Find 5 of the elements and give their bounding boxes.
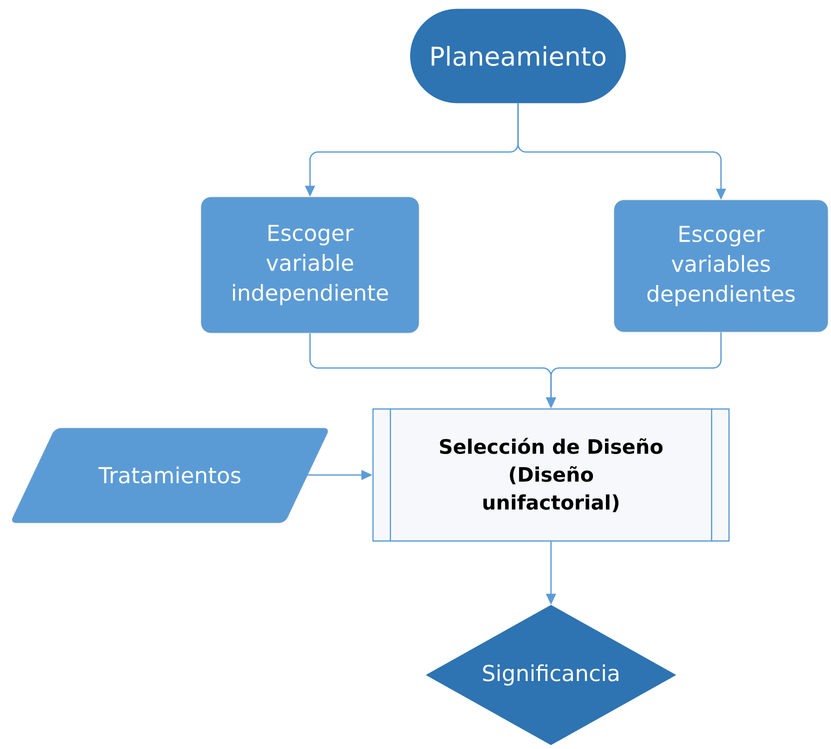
process-box: Escoger variables dependientes	[614, 200, 828, 332]
terminal-pill: Planeamiento	[410, 8, 626, 104]
subprocess-box: Selección de Diseño (Diseño unifactorial)	[372, 408, 730, 542]
data-parallelogram: Tratamientos	[12, 428, 328, 524]
process-box: Escoger variable independiente	[200, 196, 420, 334]
